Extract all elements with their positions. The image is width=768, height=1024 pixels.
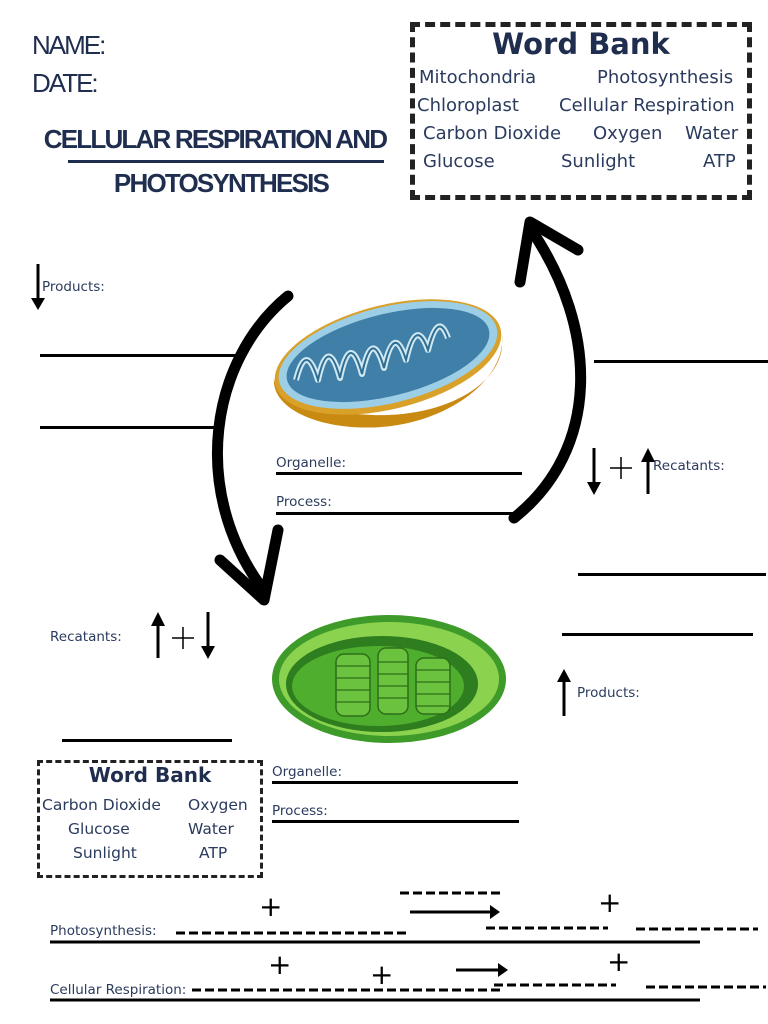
arrow-to-word-bank bbox=[508, 222, 587, 524]
word-photosynthesis: Photosynthesis bbox=[597, 67, 734, 88]
chloro-process-label: Process: bbox=[272, 803, 328, 819]
chloroplast-image bbox=[272, 615, 506, 743]
photosynthesis-label: Photosynthesis: bbox=[50, 923, 157, 939]
word-sunlight: Sunlight bbox=[561, 151, 636, 172]
word-oxygen-2: Oxygen bbox=[188, 796, 248, 814]
mito-products-blank-1[interactable] bbox=[40, 354, 238, 357]
word-water-2: Water bbox=[188, 820, 234, 838]
mito-reactants-blank-1[interactable] bbox=[578, 573, 766, 576]
word-carbon-dioxide: Carbon Dioxide bbox=[423, 123, 562, 144]
chloro-reactants-blank[interactable] bbox=[62, 739, 232, 742]
respiration-label: Cellular Respiration: bbox=[50, 982, 187, 998]
word-carbon-dioxide-2: Carbon Dioxide bbox=[42, 796, 161, 814]
word-water: Water bbox=[685, 123, 739, 144]
arrow-to-word-bank-head bbox=[514, 216, 584, 288]
mito-reactants-blank-top[interactable] bbox=[594, 360, 768, 363]
chloro-organelle-blank[interactable] bbox=[272, 781, 518, 784]
plus-sign-1: + bbox=[259, 890, 283, 923]
name-label: NAME: bbox=[32, 30, 106, 60]
word-chloroplast: Chloroplast bbox=[417, 95, 519, 116]
chloro-products-label: Products: bbox=[577, 685, 640, 701]
chloro-reactants-label: Recatants: bbox=[50, 629, 122, 645]
mito-reactants-label: Recatants: bbox=[653, 458, 725, 474]
word-sunlight-2: Sunlight bbox=[73, 844, 137, 862]
page-title-line1: CELLULAR RESPIRATION AND bbox=[43, 124, 388, 154]
chloro-process-blank[interactable] bbox=[272, 820, 519, 823]
mitochondria-image bbox=[273, 299, 503, 428]
word-oxygen: Oxygen bbox=[593, 123, 663, 144]
word-atp: ATP bbox=[703, 151, 736, 172]
title-underline bbox=[68, 160, 384, 163]
word-bank-top-title: Word Bank bbox=[492, 27, 670, 61]
word-bank-top: Word Bank Mitochondria Photosynthesis Ch… bbox=[410, 22, 752, 200]
word-cellular-respiration: Cellular Respiration bbox=[559, 95, 735, 116]
plus-sign-5: + bbox=[607, 945, 631, 978]
word-mitochondria: Mitochondria bbox=[419, 67, 537, 88]
mito-process-label: Process: bbox=[276, 494, 332, 510]
word-glucose-2: Glucose bbox=[68, 820, 130, 838]
up-arrow-icon bbox=[557, 669, 571, 716]
equation-blanks bbox=[50, 891, 766, 1002]
chloro-organelle-label: Organelle: bbox=[272, 764, 342, 780]
down-plus-up-icon bbox=[587, 448, 655, 495]
arrow-to-chloroplast-head bbox=[214, 524, 284, 606]
mito-products-label: Products: bbox=[42, 279, 105, 295]
arrow-to-chloroplast bbox=[211, 290, 294, 594]
mito-organelle-label: Organelle: bbox=[276, 455, 346, 471]
mito-organelle-blank[interactable] bbox=[276, 472, 522, 475]
word-bank-bottom: Word Bank Carbon Dioxide Oxygen Glucose … bbox=[37, 760, 263, 878]
up-plus-down-icon bbox=[151, 612, 215, 659]
date-label: DATE: bbox=[32, 68, 99, 98]
word-atp-2: ATP bbox=[199, 844, 228, 862]
word-bank-bottom-title: Word Bank bbox=[88, 763, 212, 787]
down-arrow-icon bbox=[31, 264, 45, 310]
mito-reactants-blank-2[interactable] bbox=[562, 633, 753, 636]
plus-sign-2: + bbox=[598, 886, 622, 919]
page-title-line2: PHOTOSYNTHESIS bbox=[113, 168, 330, 198]
plus-sign-4: + bbox=[370, 958, 394, 991]
mito-products-blank-2[interactable] bbox=[40, 426, 222, 429]
word-glucose: Glucose bbox=[423, 151, 495, 172]
plus-sign-3: + bbox=[268, 948, 292, 981]
mito-process-blank[interactable] bbox=[276, 512, 516, 515]
